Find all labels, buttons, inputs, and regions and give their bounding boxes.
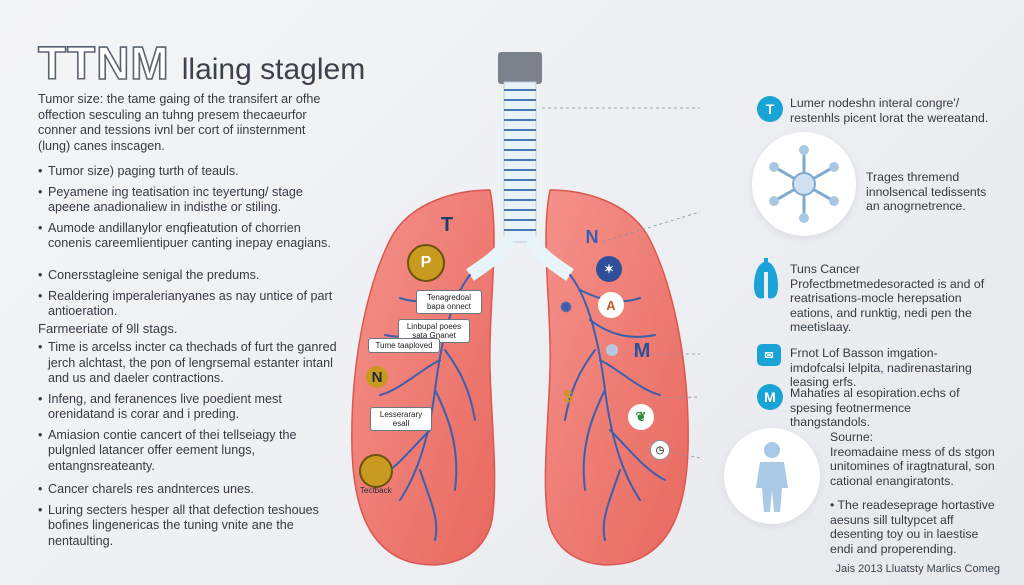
marker-tectback-label: Tectback (360, 486, 392, 495)
body-disc (724, 428, 820, 524)
right-item-4: Frnot Lof Basson imgation-imdofcalsi lel… (790, 346, 972, 389)
trachea-cap (498, 52, 542, 84)
title-sub: llaing staglem (181, 53, 366, 86)
source-bullet-text: The readeseprage hortastive aesuns sill … (830, 498, 995, 556)
left-group-3: Time is arcelss incter ca thechads of fu… (38, 340, 338, 479)
marker-a-icon: A (598, 292, 624, 318)
marker-figure-icon (359, 454, 393, 488)
footer-credit: Jais 2013 Lluatsty Marlics Comeg (835, 563, 1000, 575)
left-group-4: Cancer charels res andnterces unes. Luri… (38, 482, 338, 554)
source-heading: Sourne: (830, 430, 874, 444)
left-bullet: Infeng, and feranences live poedient mes… (38, 392, 338, 423)
left-bullet: Peyamene ing teatisation inc teyertung/ … (38, 185, 338, 216)
diagram-label: Tenagredoal bapa onnect (416, 290, 482, 314)
left-bronchus (466, 235, 516, 281)
right-item-5: Mahaties al esopiration.echs of spesing … (790, 386, 960, 429)
marker-n-left: N (366, 366, 388, 388)
right-item-3: Tuns Cancer Profectbmetmedesoracted is a… (790, 262, 985, 334)
marker-m-right: M (633, 339, 651, 362)
clock-icon: ◷ (650, 440, 670, 460)
left-bullet: Cancer charels res andnterces unes. (38, 482, 338, 498)
diagram-label: Tume taaploved (368, 338, 440, 353)
dollar-icon: $ (563, 387, 573, 406)
mail-icon: ✉ (757, 344, 781, 366)
source-text: Ireomadaine mess of ds stgon unitomines … (830, 444, 995, 488)
cell-disc (752, 132, 856, 236)
marker-t: T (440, 213, 454, 236)
right-bronchus (524, 235, 574, 281)
left-bullet: Luring secters hesper all that defection… (38, 503, 338, 550)
source-bullet: • The readeseprage hortastive aesuns sil… (830, 498, 995, 556)
left-bullet: Realdering imperalerianyanes as nay unti… (38, 289, 338, 320)
badge-m: M (757, 384, 783, 410)
badge-t: T (757, 96, 783, 122)
leaf-icon: ❦ (628, 404, 654, 430)
right-item-6: Sourne: Ireomadaine mess of ds stgon uni… (830, 430, 1000, 556)
left-group-1: Tumor size) paging turth of teauls. Peya… (38, 164, 338, 257)
left-bullet: Time is arcelss incter ca thechads of fu… (38, 340, 338, 387)
dot-icon (606, 344, 618, 356)
marker-n-right: N (585, 226, 599, 247)
right-vessels (564, 274, 666, 541)
right-item-1: Lumer nodeshn interal congre'/ restenhls… (790, 96, 989, 125)
trachea (503, 81, 537, 243)
virus-icon (769, 145, 839, 223)
lung-diagram (351, 52, 700, 566)
right-item-2: Trages thremend innolsencal tedissents a… (866, 170, 987, 213)
intro-text: Tumor size: the tame gaing of the transi… (38, 92, 321, 153)
left-intro: Tumor size: the tame gaing of the transi… (38, 92, 338, 154)
trachea-rings (504, 89, 536, 231)
body-figure-icon (756, 442, 788, 512)
cell-icon: ✶ (596, 256, 622, 282)
title-main: TTNM (37, 36, 170, 90)
left-bullet: Tumor size) paging turth of teauls. (38, 164, 338, 180)
marker-p-icon: P (407, 244, 445, 282)
right-lung (544, 189, 689, 566)
lungs-icon (754, 258, 778, 299)
left-heading: Farmeeriate of 9ll stags. (38, 321, 178, 336)
page-title: TTNM llaing staglem (37, 36, 366, 90)
left-bullet: Aumode andillanylor enqfieatution of cho… (38, 221, 338, 252)
cluster-icon: ✺ (560, 298, 572, 315)
left-bullet: Amiasion contie cancert of thei tellseia… (38, 428, 338, 475)
left-group-2: Conersstagleine senigal the predums. Rea… (38, 268, 338, 325)
diagram-label: Lesserarary esall (370, 407, 432, 431)
left-bullet: Conersstagleine senigal the predums. (38, 268, 338, 284)
